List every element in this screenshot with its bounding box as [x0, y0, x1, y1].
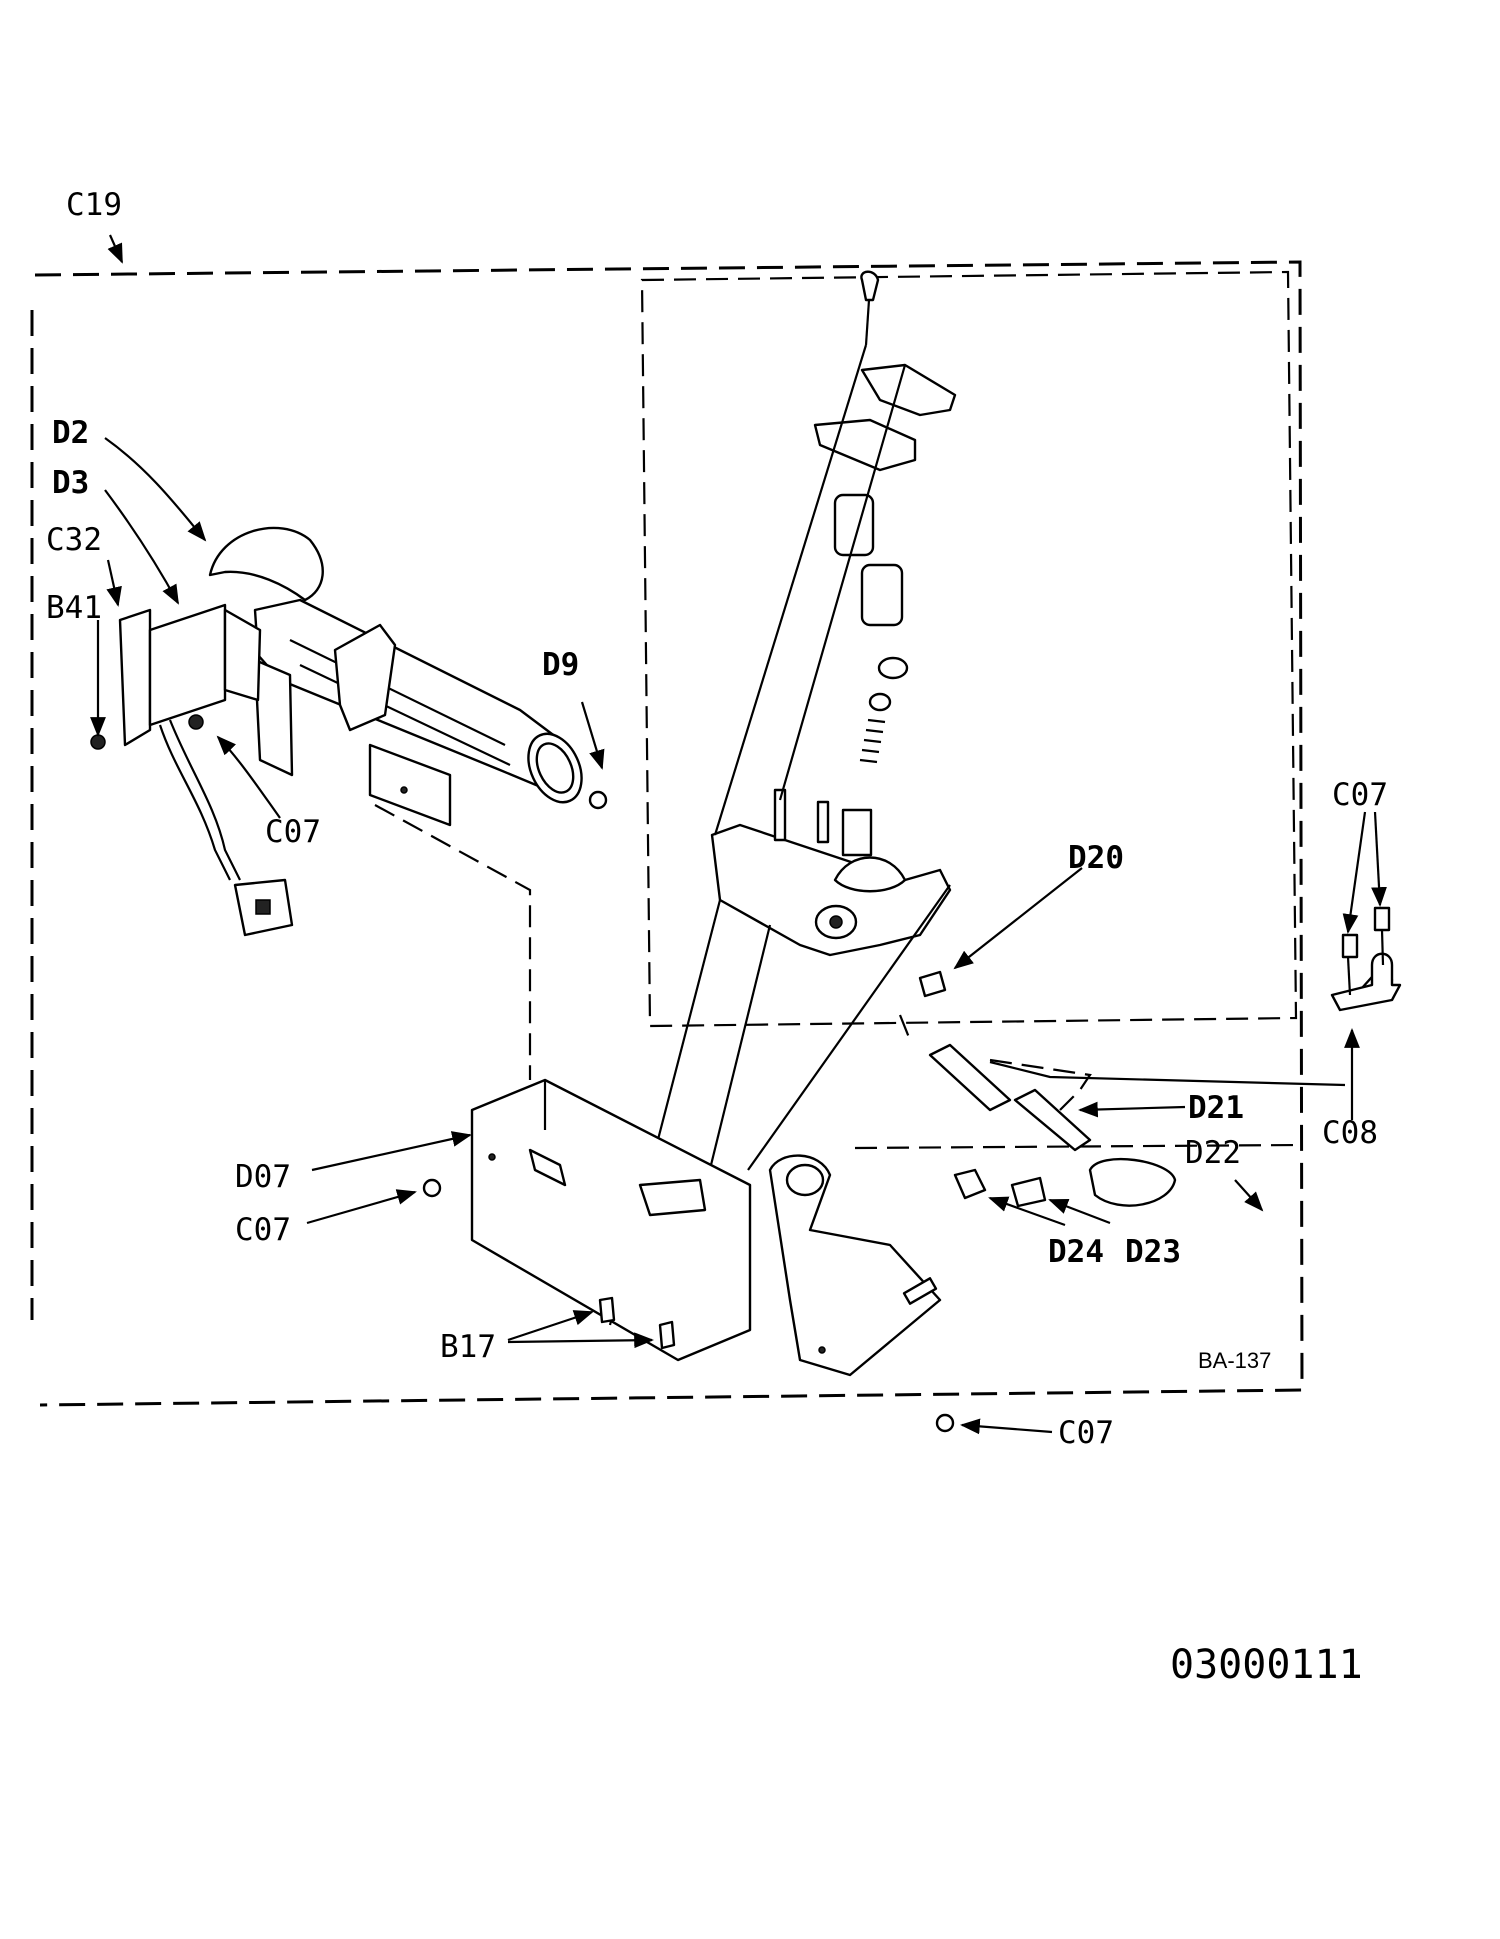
callout-c07-base: C07	[235, 1212, 291, 1248]
callout-d9: D9	[542, 647, 579, 683]
callout-arrows	[90, 234, 1387, 1435]
callout-d3: D3	[52, 465, 89, 501]
valve-subassembly-boundary	[640, 270, 1298, 1028]
callout-d07: D07	[235, 1159, 291, 1195]
callout-d2: D2	[52, 415, 89, 451]
callout-c07-left: C07	[265, 814, 321, 850]
callout-c08: C08	[1322, 1115, 1378, 1151]
callout-b17: B17	[440, 1329, 496, 1365]
page-code: 03000111	[1170, 1642, 1363, 1688]
callout-c32: C32	[46, 522, 102, 558]
callout-labels: C19 D2 D3 C32 B41 C07 D9 D20 C07 C08 D21…	[46, 187, 1388, 1451]
callout-c19: C19	[66, 187, 122, 223]
igniter-bracket-assembly	[90, 603, 294, 937]
callout-b41: B41	[46, 590, 102, 626]
valve-stack-parts	[813, 270, 957, 764]
gas-valve-body	[710, 788, 952, 957]
fasteners	[422, 790, 955, 1433]
callout-d21: D21	[1188, 1090, 1244, 1126]
callout-c07-bottom: C07	[1058, 1415, 1114, 1451]
leader-lines	[374, 344, 1301, 1341]
drawing-code: BA-137	[1198, 1348, 1271, 1373]
callout-c07-right: C07	[1332, 777, 1388, 813]
callout-d22: D22	[1185, 1135, 1241, 1171]
pipe-fittings	[928, 966, 1394, 1208]
callout-d23: D23	[1125, 1234, 1181, 1270]
assembly-boundary-c19	[30, 260, 1304, 1407]
callout-d20: D20	[1068, 840, 1124, 876]
base-mounting-bracket	[470, 1078, 942, 1377]
callout-d24: D24	[1048, 1234, 1104, 1270]
burner-tube-assembly	[208, 526, 583, 827]
pipe-clamp-c08	[1330, 906, 1402, 1012]
